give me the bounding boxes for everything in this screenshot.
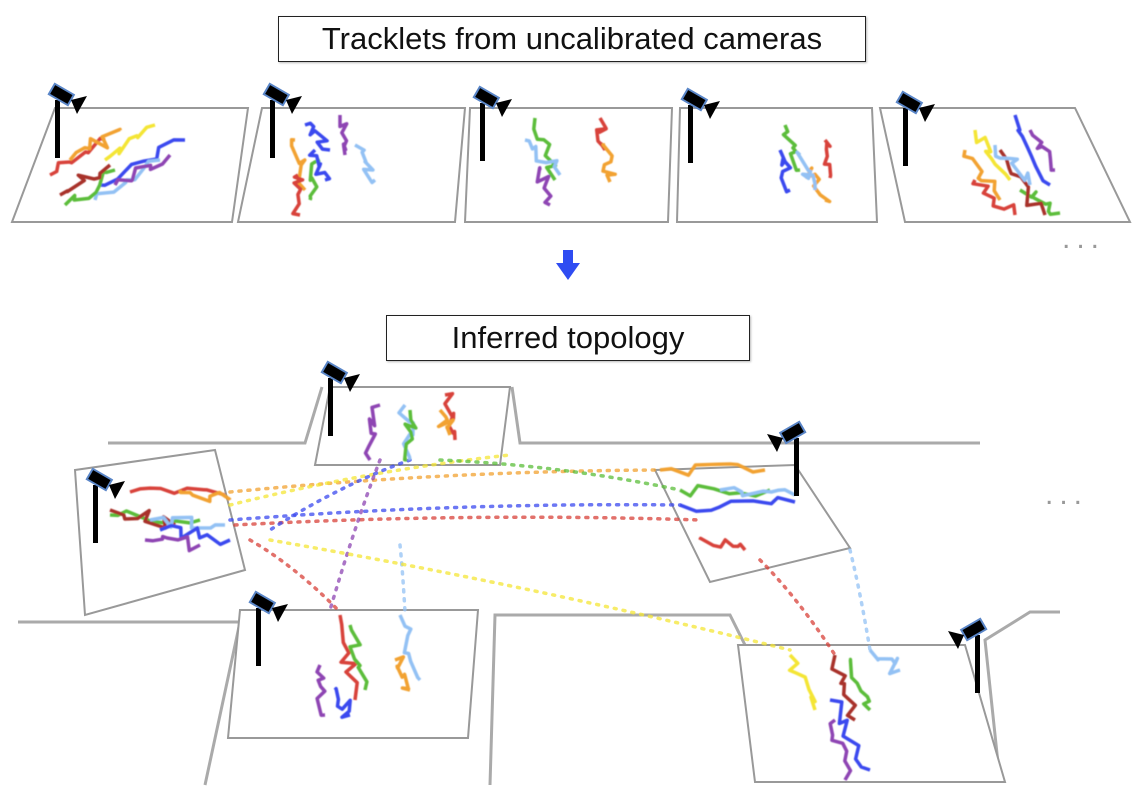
camera-icon <box>248 590 288 666</box>
title-inferred-topology: Inferred topology <box>386 315 750 361</box>
tracklet-orange <box>962 149 1002 201</box>
tracklet-red <box>291 173 305 217</box>
connection-blue <box>228 502 682 522</box>
camera-view-4 <box>675 107 879 223</box>
camera-view-bottom-right <box>736 644 1007 783</box>
camera-icon <box>948 617 988 693</box>
connection-purple <box>328 458 382 612</box>
camera-icon <box>262 82 302 158</box>
tracklet-blue <box>307 148 332 182</box>
tracklet-blue <box>159 523 231 547</box>
connection-blue <box>268 458 412 532</box>
more-cameras-ellipsis-top: ... <box>1062 222 1106 255</box>
tracklet-lightblue <box>868 648 901 676</box>
inferred-connections <box>228 453 872 657</box>
tracklet-lightblue <box>993 144 1032 186</box>
tracklet-red <box>698 536 747 552</box>
camera-views-bottom <box>73 386 1007 783</box>
tracklet-orange <box>601 143 617 183</box>
tracklet-green <box>308 158 321 201</box>
tracklet-darkred <box>830 654 858 722</box>
tracklet-orange <box>659 462 766 477</box>
tracklet-blue <box>778 149 793 194</box>
title-tracklets: Tracklets from uncalibrated cameras <box>278 16 866 62</box>
connection-yellow <box>228 453 512 507</box>
tracklet-orange <box>394 655 411 692</box>
tracklet-lightblue <box>795 150 817 190</box>
tracklet-green <box>348 624 369 691</box>
tracklet-yellow <box>787 653 817 711</box>
tracklet-blue <box>679 495 796 513</box>
connection-lightblue <box>848 548 872 652</box>
connection-green <box>438 458 682 492</box>
tracklet-purple <box>363 403 381 461</box>
camera-icon <box>47 82 87 158</box>
tracklet-purple <box>144 534 201 553</box>
tracklet-yellow <box>103 123 156 162</box>
tracklet-blue <box>333 686 352 719</box>
camera-view-bottom-left <box>226 609 480 739</box>
cameras <box>47 82 988 693</box>
tracklet-red <box>822 138 833 179</box>
camera-view-3 <box>463 107 674 223</box>
connection-yellow <box>268 538 792 652</box>
tracklets <box>49 114 1061 781</box>
connection-red <box>233 515 702 527</box>
tracklet-blue <box>304 121 331 152</box>
tracklet-lightblue <box>354 143 377 185</box>
camera-icon <box>680 87 720 163</box>
tracklet-red <box>129 486 226 497</box>
tracklet-red <box>971 179 1017 216</box>
camera-view-5 <box>878 107 1132 223</box>
connection-orange <box>228 468 662 494</box>
tracklet-purple <box>315 664 327 717</box>
tracklet-blue <box>99 138 186 188</box>
connection-lightblue <box>398 543 407 614</box>
connection-red <box>248 538 342 614</box>
tracklet-darkred <box>59 163 112 197</box>
down-arrow-icon <box>556 250 580 280</box>
tracklet-green <box>1019 188 1061 217</box>
camera-view-2 <box>236 107 467 223</box>
camera-icon <box>895 90 935 166</box>
tracklet-purple <box>113 153 172 186</box>
camera-view-right <box>653 463 852 584</box>
tracklet-blue <box>1013 114 1051 187</box>
tracklet-green <box>63 168 116 207</box>
camera-icon <box>320 360 360 436</box>
tracklet-purple <box>338 115 349 156</box>
tracklet-purple <box>535 166 553 207</box>
tracklet-purple <box>1028 129 1056 172</box>
tracklet-red <box>443 391 457 441</box>
tracklet-lightblue <box>149 515 226 530</box>
camera-icon <box>472 85 512 161</box>
camera-icon <box>85 467 125 543</box>
camera-icon <box>767 420 807 496</box>
tracklet-lightblue <box>524 138 562 176</box>
tracklet-orange <box>436 408 455 436</box>
tracklet-lightblue <box>719 485 796 498</box>
tracklet-green <box>532 117 558 181</box>
more-cameras-ellipsis-bottom: ... <box>1045 478 1089 511</box>
tracklet-red <box>338 614 359 701</box>
tracklet-yellow <box>973 129 1012 182</box>
tracklet-purple <box>828 718 853 781</box>
tracklet-lightblue <box>398 614 422 682</box>
connection-red <box>758 558 837 657</box>
tracklet-green <box>402 409 418 462</box>
tracklet-green <box>848 657 872 712</box>
camera-views-top <box>10 107 1132 223</box>
tracklet-orange <box>68 127 122 162</box>
tracklet-blue <box>829 698 871 772</box>
tracklet-orange <box>178 489 232 504</box>
tracklet-green <box>781 124 801 173</box>
